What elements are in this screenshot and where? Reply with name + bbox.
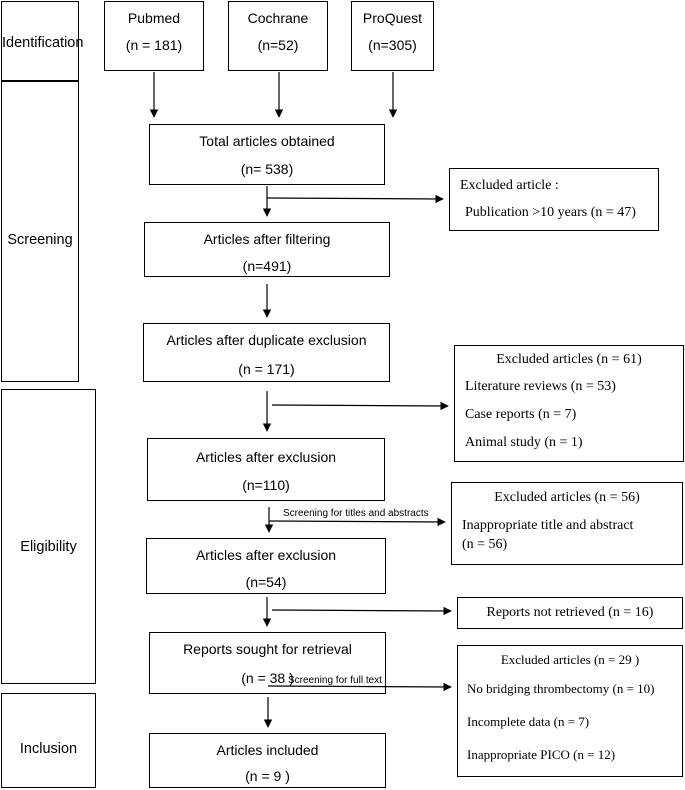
- stage-inclusion-label: Inclusion: [19, 741, 78, 757]
- flow-count: (n=491): [242, 258, 292, 274]
- source-count: (n = 181): [125, 37, 183, 53]
- excluded-fulltext-box: Excluded articles (n = 29 ) No bridging …: [457, 645, 683, 777]
- stage-eligibility: Eligibility: [1, 389, 96, 684]
- source-name: Cochrane: [247, 10, 309, 26]
- excluded-title: Excluded article :: [460, 178, 559, 193]
- filtering-box: Articles after filtering (n=491): [144, 222, 390, 277]
- stage-identification-label: Identification: [2, 35, 84, 51]
- articles-included-box: Articles included (n = 9 ): [149, 733, 386, 788]
- screening-titles-abstracts-note: Screening for titles and abstracts: [283, 508, 429, 519]
- flow-count: (n= 538): [240, 161, 294, 177]
- stage-identification: Identification: [1, 1, 84, 81]
- excluded-title: Reports not retrieved (n = 16): [486, 605, 654, 620]
- after-exclusion-box-1: Articles after exclusion (n=110): [147, 438, 385, 501]
- arrow-excluded-publication: [266, 194, 444, 204]
- excluded-titles-box: Excluded articles (n = 56) Inappropriate…: [451, 482, 683, 565]
- source-count: (n=52): [257, 37, 299, 53]
- excluded-publication-box: Excluded article : Publication >10 years…: [449, 168, 659, 231]
- excluded-reason: Inappropriate PICO (n = 12): [467, 747, 616, 762]
- excluded-reason: Animal study (n = 1): [465, 435, 583, 450]
- excluded-reason: Incomplete data (n = 7): [467, 714, 590, 729]
- flow-title: Reports sought for retrieval: [183, 641, 352, 657]
- screening-full-text-note: Screening for full text: [288, 675, 382, 686]
- source-name: ProQuest: [362, 10, 423, 26]
- excluded-title: Excluded articles (n = 56): [494, 490, 640, 505]
- flow-title: Articles included: [216, 742, 319, 758]
- total-articles-box: Total articles obtained (n= 538): [149, 124, 385, 185]
- source-count: (n=305): [368, 37, 417, 53]
- excluded-title: Excluded articles (n = 61): [496, 352, 642, 367]
- excluded-reviews-box: Excluded articles (n = 61) Literature re…: [454, 345, 684, 462]
- excluded-reason: Case reports (n = 7): [465, 407, 577, 422]
- duplicate-exclusion-box: Articles after duplicate exclusion (n = …: [143, 323, 390, 382]
- flow-title: Total articles obtained: [199, 133, 335, 149]
- source-cochrane-box: Cochrane (n=52): [228, 1, 328, 71]
- flow-count: (n=54): [245, 574, 287, 590]
- flow-count: (n=110): [242, 477, 290, 493]
- excluded-reason: No bridging thrombectomy (n = 10): [467, 681, 655, 696]
- excluded-reason: Literature reviews (n = 53): [465, 379, 616, 394]
- stage-screening-label: Screening: [7, 232, 73, 248]
- flow-count: (n = 9 ): [245, 768, 290, 784]
- arrow-not-retrieved: [271, 606, 452, 616]
- excluded-reason: Inappropriate title and abstract: [462, 518, 634, 533]
- flow-title: Articles after exclusion: [195, 449, 337, 465]
- excluded-reason: (n = 56): [462, 537, 508, 552]
- flow-title: Articles after duplicate exclusion: [166, 332, 367, 348]
- flow-title: Articles after exclusion: [195, 547, 337, 563]
- excluded-reason: Publication >10 years (n = 47): [465, 205, 636, 220]
- flow-count: (n = 38 ): [241, 670, 294, 686]
- after-exclusion-box-2: Articles after exclusion (n=54): [146, 538, 386, 594]
- flow-title: Articles after filtering: [203, 231, 331, 247]
- excluded-title: Excluded articles (n = 29 ): [500, 652, 640, 667]
- arrow-excluded-titles: [268, 517, 446, 527]
- reports-sought-box: Reports sought for retrieval (n = 38 ): [149, 632, 386, 694]
- flow-count: (n = 171): [238, 361, 295, 377]
- arrow-excluded-reviews: [271, 401, 449, 411]
- reports-not-retrieved-box: Reports not retrieved (n = 16): [457, 597, 683, 629]
- source-proquest-box: ProQuest (n=305): [351, 1, 434, 71]
- source-name: Pubmed: [127, 10, 181, 26]
- stage-screening: Screening: [1, 81, 79, 382]
- stage-inclusion: Inclusion: [1, 693, 96, 788]
- source-pubmed-box: Pubmed (n = 181): [104, 1, 204, 71]
- stage-eligibility-label: Eligibility: [20, 539, 77, 555]
